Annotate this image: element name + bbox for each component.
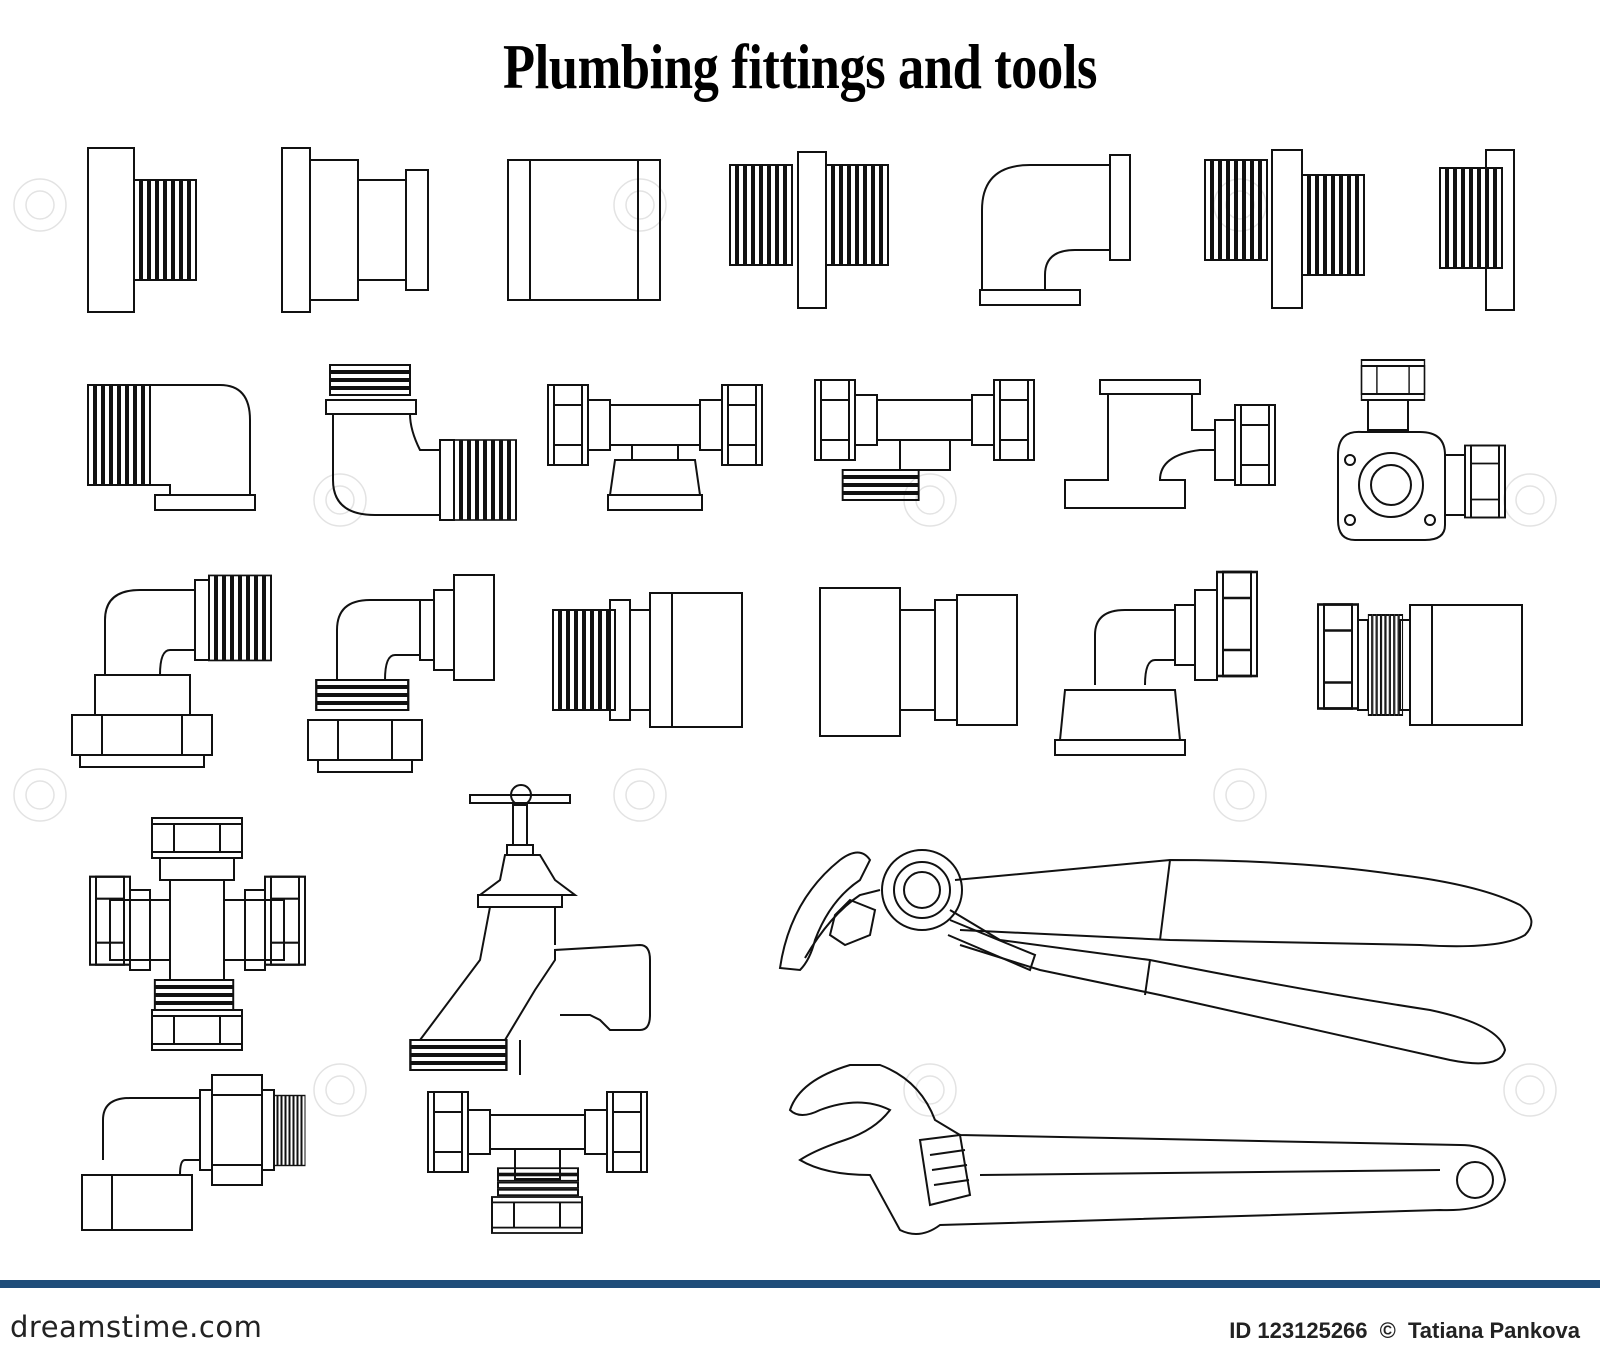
footer-bar [0,1280,1600,1288]
elbow-male-icon [87,384,256,511]
reducing-bushing-icon [281,147,429,313]
elbow-compression-nut-icon [307,574,495,773]
coupling-sleeve-icon [507,159,661,301]
adapter-male-compression-icon [552,592,743,728]
elbow-male-male-icon [325,364,517,521]
threaded-cap-icon [1439,149,1515,311]
author-name[interactable]: Tatiana Pankova [1408,1318,1580,1343]
adjustable-wrench-icon [788,1064,1507,1235]
tee-compression-icon [547,384,763,511]
hex-nipple-icon [1204,149,1365,309]
elbow-female-icon [979,154,1131,306]
compression-union-icon [1316,603,1523,726]
threaded-nipple-icon [729,151,889,309]
water-faucet-icon [409,784,651,1075]
copyright-symbol: © [1379,1318,1396,1343]
image-credit: ID 123125266 © Tatiana Pankova [1223,1318,1580,1344]
elbow-compression-female-icon [1054,570,1259,756]
wall-elbow-compression-icon [1064,379,1276,509]
footer: dreamstime.com ID 123125266 © Tatiana Pa… [0,1280,1600,1370]
cross-compression-icon [88,817,307,1051]
water-pump-pliers-icon [778,849,1533,1065]
page-title: Plumbing fittings and tools [502,31,1098,102]
elbow-union-icon [81,1074,306,1231]
pipe-plug-threaded-icon [87,147,197,313]
tee-compression-small-icon [427,1091,648,1234]
adapter-female-compression-icon [819,587,1018,737]
illustration-canvas [13,147,1557,1235]
dreamstime-logo[interactable]: dreamstime.com [10,1310,263,1344]
image-id: ID 123125266 [1229,1318,1368,1343]
elbow-compression-male-icon [71,574,272,768]
wall-plate-elbow-icon [1337,359,1506,541]
tee-compression-male-icon [814,379,1035,501]
